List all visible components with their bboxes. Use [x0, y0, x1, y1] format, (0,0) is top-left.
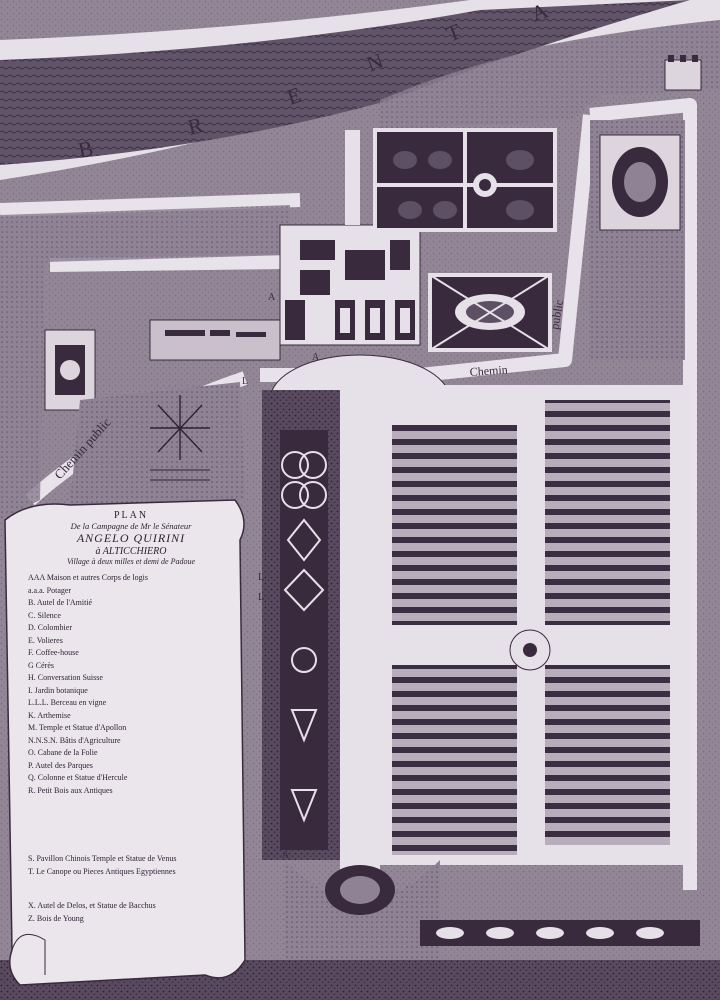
river-brenta: B R E N T A: [0, 0, 720, 180]
legend-item: L.L.L. Berceau en vigne: [28, 698, 107, 707]
tower: [664, 55, 702, 91]
marker-a-1: A: [268, 292, 276, 303]
potager-beds: [380, 385, 690, 865]
marker-a-3: A: [282, 850, 290, 861]
compass-rose: [70, 382, 245, 505]
legend-item: P. Autel des Parques: [28, 760, 93, 770]
legend-sub-lines: [28, 797, 240, 853]
legend-item: B. Autel de l'Amitié: [28, 598, 93, 607]
legend-item: R. Petit Bois aux Antiques: [28, 785, 113, 795]
legend-item: C. Silence: [28, 610, 61, 620]
legend-list: AAA Maison et autres Corps de logis a.a.…: [22, 572, 240, 925]
legend-item: H. Conversation Suisse: [28, 673, 103, 682]
marker-l-3: L: [258, 592, 264, 603]
river-letter-1: B: [76, 135, 96, 163]
legend-item: I. Jardin botanique: [28, 685, 88, 695]
legend-item: M. Temple et Statue d'Apollon: [28, 723, 127, 732]
villa-buildings: [279, 224, 421, 346]
upper-garden: [373, 128, 557, 352]
legend-item: X. Autel de Delos, et Statue de Bacchus: [28, 901, 156, 910]
cartouche-subtitle: De la Campagne de Mr le Sénateur: [70, 521, 192, 531]
legend-item: D. Colombier: [28, 623, 72, 632]
legend-item: S. Pavillon Chinois Temple et Statue de …: [28, 854, 177, 863]
road-label-right-2: public: [547, 299, 566, 331]
right-parterre: [590, 120, 685, 360]
legend-item: AAA Maison et autres Corps de logis: [28, 573, 148, 582]
left-bosquet: [262, 390, 340, 860]
cartouche-scroll: [4, 499, 246, 986]
left-parterre: [44, 329, 96, 411]
marker-l-2: L: [258, 572, 264, 583]
legend-item: O. Cabane de la Folie: [28, 748, 98, 757]
cartouche-location: Village à deux milles et demi de Padoue: [66, 557, 196, 566]
legend-item: T. Le Canope ou Pieces Antiques Egyptien…: [28, 866, 176, 876]
legend-item: a.a.a. Potager: [28, 585, 72, 595]
marker-a-2: A: [312, 352, 320, 363]
legend-item: G Cérès: [28, 660, 54, 670]
legend-item: K. Arthemise: [28, 710, 71, 720]
cartouche-text: PLAN De la Campagne de Mr le Sénateur AN…: [22, 510, 240, 960]
legend-item: E. Volieres: [28, 635, 63, 645]
cartouche-place: à ALTICCHIERO: [95, 546, 167, 557]
cartouche-name: ANGELO QUIRINI: [76, 531, 186, 545]
legend-item: F. Coffee-house: [28, 648, 79, 657]
legend-sub-lines: [28, 878, 240, 900]
river-letter-2: R: [185, 112, 206, 140]
road-label-right-1: Chemin: [469, 362, 508, 379]
legend-item: N.N.S.N. Bâtis d'Agriculture: [28, 735, 121, 745]
marker-l-1: L: [242, 376, 248, 387]
legend-item: Q. Colonne et Statue d'Hercule: [28, 773, 128, 782]
legend-item: Z. Bois de Young: [28, 913, 84, 923]
cartouche-heading: PLAN: [113, 510, 149, 521]
